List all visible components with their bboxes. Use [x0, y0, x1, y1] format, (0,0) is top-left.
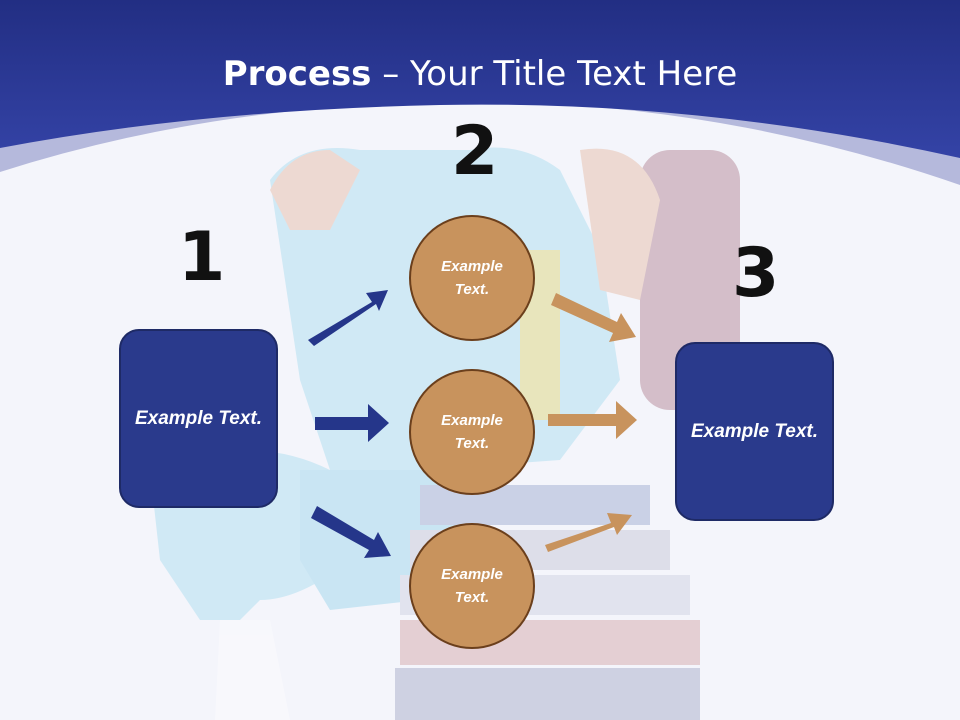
title-bold: Process: [222, 54, 372, 94]
arrow-right-icon: [308, 290, 388, 346]
step-number-2: 2: [451, 112, 499, 191]
arrow-right-icon: [311, 506, 391, 558]
step3-box: Example Text.: [675, 342, 834, 521]
arrow-right-icon: [548, 401, 637, 439]
arrow-right-icon: [551, 293, 636, 342]
step2-circle-3: Example Text.: [409, 523, 535, 649]
step-number-1: 1: [178, 218, 226, 297]
arrow-right-icon: [545, 513, 632, 552]
slide-title: Process – Your Title Text Here: [0, 54, 960, 94]
title-rest: – Your Title Text Here: [371, 54, 738, 94]
step2-circle-2: Example Text.: [409, 369, 535, 495]
step-number-3: 3: [732, 234, 780, 313]
step2-circle-1: Example Text.: [409, 215, 535, 341]
step1-box: Example Text.: [119, 329, 278, 508]
arrow-right-icon: [315, 404, 389, 442]
